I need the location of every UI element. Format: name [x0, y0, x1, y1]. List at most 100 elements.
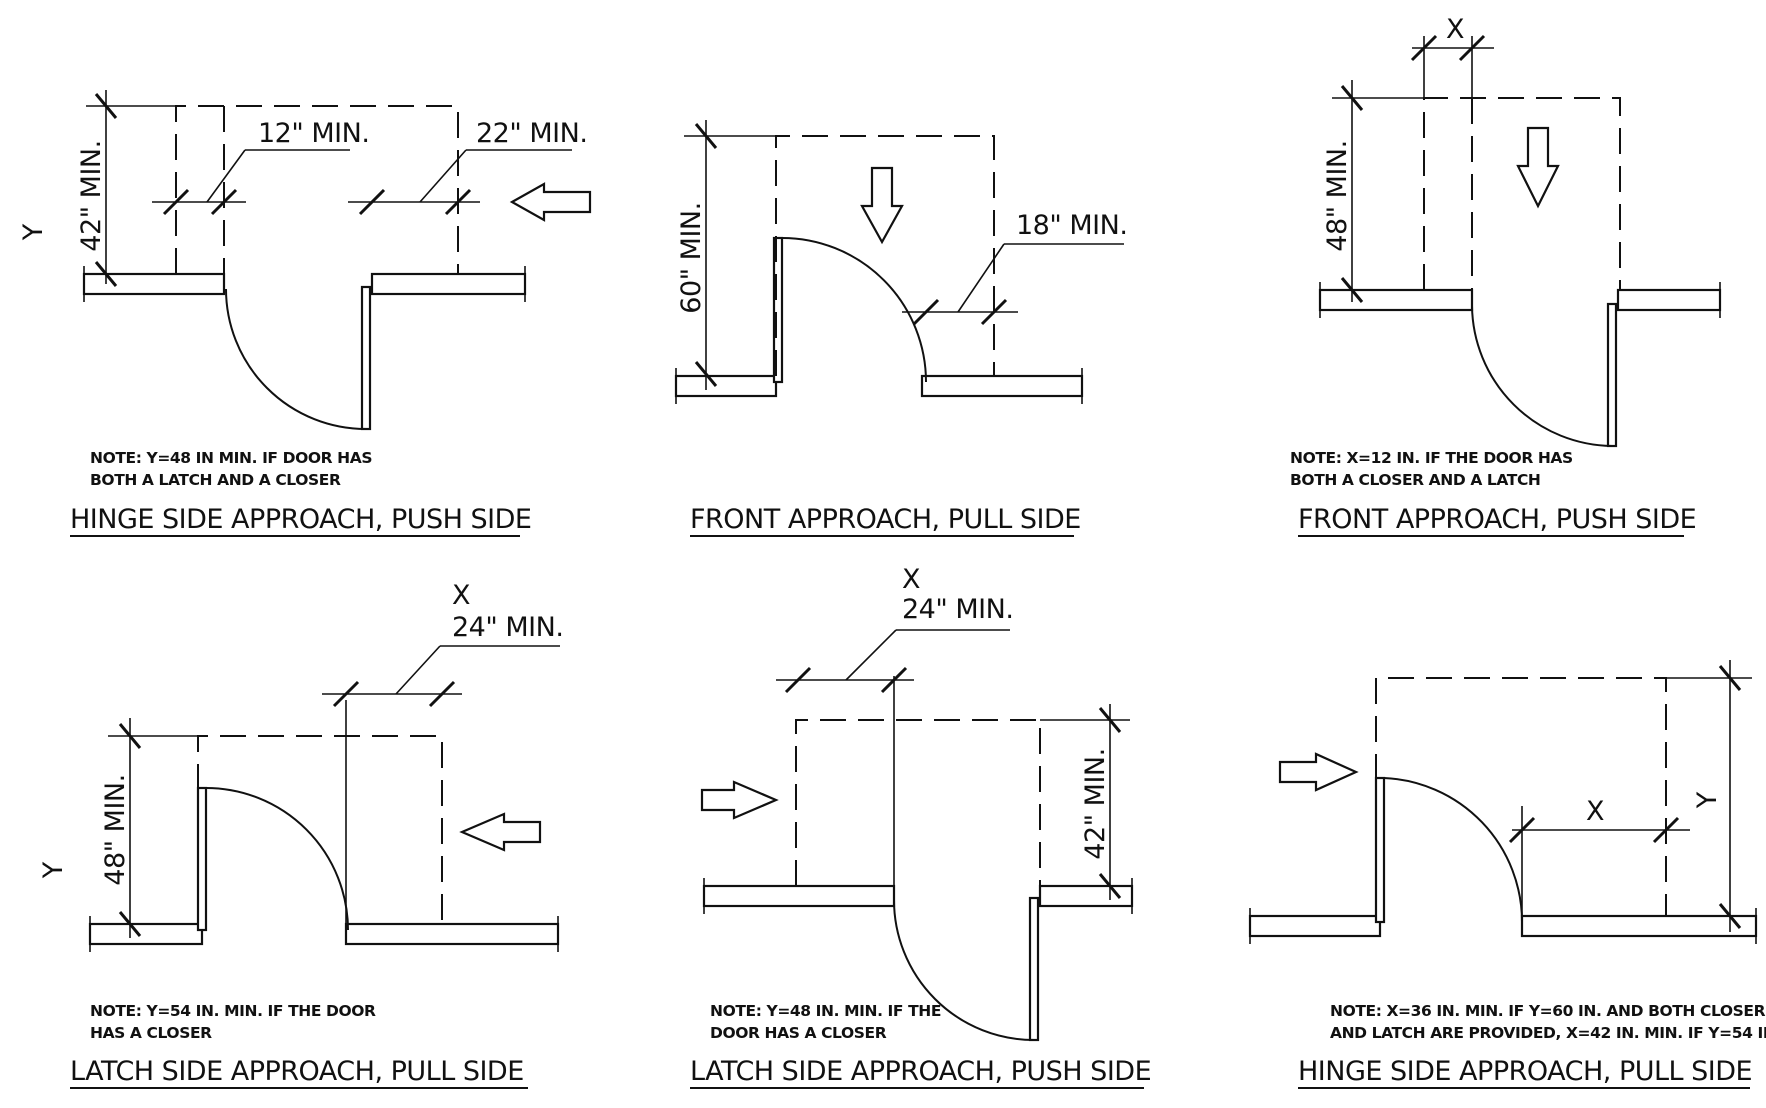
panel-title: FRONT APPROACH, PUSH SIDE [1298, 504, 1696, 535]
clearance-outline [1423, 97, 1621, 290]
dim-48-label: 48" MIN. [1322, 140, 1353, 251]
wall-right [920, 374, 1084, 398]
wall-right [1616, 288, 1722, 312]
tick-mark [1718, 665, 1742, 691]
dim-12-label: 12" MIN. [258, 118, 369, 149]
y-label: Y [1692, 791, 1723, 809]
x-label: X [1446, 14, 1465, 45]
tick-mark [1340, 85, 1364, 111]
leader-24 [845, 629, 897, 681]
dim-24-label: 24" MIN. [902, 594, 1013, 625]
panel-front-push: 48" MIN. X NOTE: X=12 IN. IF THE DOOR HA… [1290, 14, 1722, 537]
note-line-1: NOTE: Y=54 IN. MIN. IF THE DOOR [90, 1002, 376, 1020]
tick-mark [1458, 34, 1486, 62]
wall-left [702, 884, 896, 908]
door-swing-arc [1471, 305, 1613, 447]
wall-left [1248, 914, 1382, 938]
tick-mark [210, 188, 238, 216]
tick-mark [118, 723, 142, 749]
approach-arrow-icon [509, 182, 592, 222]
tick-mark [694, 361, 718, 387]
tick-mark [1652, 816, 1680, 844]
clearance-outline [795, 719, 1041, 886]
door-leaf [1374, 776, 1386, 924]
dim-24-label: 24" MIN. [452, 612, 563, 643]
note-line-2: BOTH A LATCH AND A CLOSER [90, 471, 341, 489]
tick-mark [784, 666, 812, 694]
tick-mark [880, 666, 908, 694]
tick-mark [94, 261, 118, 287]
door-leaf [196, 786, 208, 932]
approach-arrow-icon [700, 780, 779, 820]
door-leaf [772, 236, 784, 384]
panel-title: LATCH SIDE APPROACH, PUSH SIDE [690, 1056, 1151, 1087]
panel-title: LATCH SIDE APPROACH, PULL SIDE [70, 1056, 524, 1087]
leader-18 [957, 243, 1005, 313]
wall-left [82, 272, 226, 296]
panel-hinge-side-push: 42" MIN. Y 12" MIN. 22" MIN. NOTE: Y=48 … [18, 90, 592, 537]
clearance-outline [197, 735, 443, 924]
door-leaf [1028, 896, 1040, 1042]
panel-front-pull: 60" MIN. 18" MIN. FRONT APPROACH, PULL S… [674, 120, 1128, 537]
door-leaf [360, 285, 372, 431]
note-line-1: NOTE: X=12 IN. IF THE DOOR HAS [1290, 449, 1573, 467]
panel-latch-side-pull: 48" MIN. Y X 24" MIN. NOTE: Y=54 IN. MIN… [38, 580, 564, 1089]
x-label: X [452, 580, 471, 611]
tick-mark [444, 188, 472, 216]
tick-mark [980, 298, 1008, 326]
tick-mark [428, 680, 456, 708]
wall-left [88, 922, 204, 946]
note-line-1: NOTE: Y=48 IN MIN. IF DOOR HAS [90, 449, 372, 467]
wall-right [344, 922, 560, 946]
approach-arrow-icon [1278, 752, 1359, 792]
x-label: X [1586, 796, 1605, 827]
clearance-outline [175, 105, 459, 274]
note-line-1: NOTE: X=36 IN. MIN. IF Y=60 IN. AND BOTH… [1330, 1002, 1766, 1020]
note-line-2: HAS A CLOSER [90, 1024, 212, 1042]
x-label: X [902, 564, 921, 595]
tick-mark [1508, 816, 1536, 844]
dim-48-label: 48" MIN. [100, 774, 131, 885]
tick-mark [694, 123, 718, 149]
dim-18-label: 18" MIN. [1016, 210, 1127, 241]
tick-mark [1718, 903, 1742, 929]
wall-right [1520, 914, 1758, 938]
approach-arrow-icon [1516, 126, 1560, 209]
leader-24 [395, 645, 441, 695]
note-line-2: DOOR HAS A CLOSER [710, 1024, 887, 1042]
tick-mark [1098, 707, 1122, 733]
y-label: Y [38, 861, 69, 879]
approach-arrow-icon [459, 812, 542, 852]
leader-12 [206, 149, 246, 203]
note-line-1: NOTE: Y=48 IN. MIN. IF THE [710, 1002, 941, 1020]
dim-22-label: 22" MIN. [476, 118, 587, 149]
panel-latch-side-push: X 24" MIN. 42" MIN. NOTE: Y=48 IN. MIN. … [690, 564, 1152, 1089]
tick-mark [358, 188, 386, 216]
door-swing-arc [1383, 777, 1524, 923]
wall-left [1318, 288, 1474, 312]
wall-left [674, 374, 778, 398]
wall-right [370, 272, 527, 296]
door-leaf [1606, 302, 1618, 448]
door-swing-arc [205, 787, 349, 931]
note-line-2: AND LATCH ARE PROVIDED, X=42 IN. MIN. IF… [1330, 1024, 1766, 1042]
tick-mark [162, 188, 190, 216]
clearance-outline [1375, 677, 1667, 916]
y-label: Y [18, 223, 49, 241]
dim-42-label: 42" MIN. [1080, 748, 1111, 859]
door-swing-arc [781, 237, 927, 383]
note-line-2: BOTH A CLOSER AND A LATCH [1290, 471, 1541, 489]
dim-60-label: 60" MIN. [676, 202, 707, 313]
panel-title: HINGE SIDE APPROACH, PUSH SIDE [70, 504, 531, 535]
door-swing-arc [893, 899, 1035, 1041]
panel-title: HINGE SIDE APPROACH, PULL SIDE [1298, 1056, 1752, 1087]
approach-arrow-icon [860, 166, 904, 245]
panel-hinge-side-pull: X Y NOTE: X=36 IN. MIN. IF Y=60 IN. AND … [1248, 660, 1766, 1089]
tick-mark [1410, 34, 1438, 62]
tick-mark [1340, 277, 1364, 303]
tick-mark [118, 911, 142, 937]
tick-mark [912, 298, 940, 326]
panel-title: FRONT APPROACH, PULL SIDE [690, 504, 1081, 535]
clearance-outline [775, 135, 995, 376]
